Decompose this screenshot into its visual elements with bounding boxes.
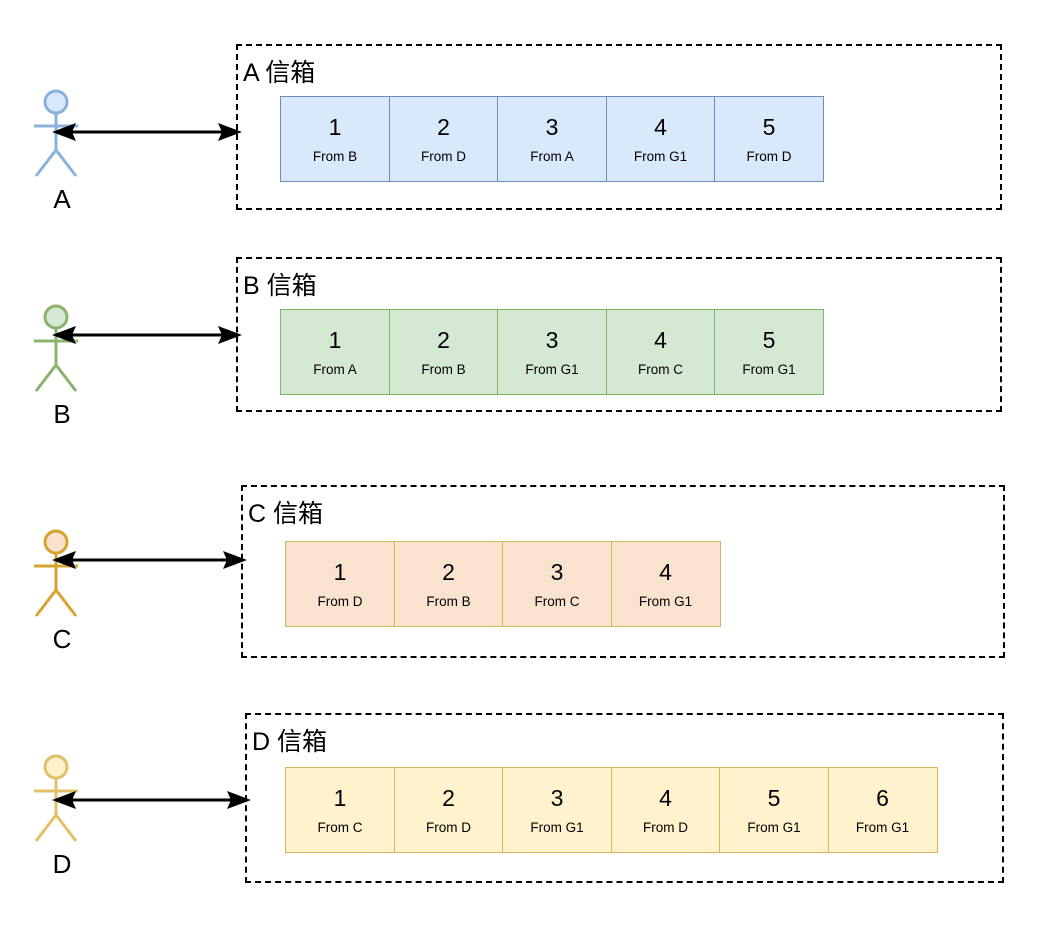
message-cell[interactable]: 2 From D xyxy=(388,96,499,182)
message-cell[interactable]: 4 From G1 xyxy=(605,96,716,182)
message-sender: From D xyxy=(643,819,688,835)
message-sender: From G1 xyxy=(530,819,584,835)
message-index: 3 xyxy=(550,784,564,811)
message-cell[interactable]: 5 From G1 xyxy=(719,767,829,853)
message-sender: From D xyxy=(746,148,792,164)
message-cell[interactable]: 3 From A xyxy=(497,96,607,182)
message-list-c: 1 From D 2 From B 3 From C 4 From G1 xyxy=(285,541,721,627)
message-sender: From A xyxy=(530,148,574,164)
arrow-a xyxy=(52,123,242,141)
mailbox-title-a: A 信箱 xyxy=(243,59,316,87)
message-cell[interactable]: 3 From G1 xyxy=(497,309,607,395)
message-cell[interactable]: 3 From G1 xyxy=(502,767,612,853)
mailbox-title-c: C 信箱 xyxy=(248,500,324,528)
actor-label-a: A xyxy=(53,184,71,214)
message-index: 1 xyxy=(333,558,347,585)
stick-figure-icon xyxy=(34,89,78,177)
message-sender: From G1 xyxy=(747,819,801,835)
message-sender: From D xyxy=(421,148,466,164)
mailbox-title-b: B 信箱 xyxy=(243,272,317,300)
message-index: 1 xyxy=(333,784,347,811)
message-index: 2 xyxy=(437,326,450,353)
message-cell[interactable]: 2 From D xyxy=(393,767,504,853)
message-cell[interactable]: 5 From D xyxy=(714,96,824,182)
message-index: 4 xyxy=(654,113,667,140)
message-list-a: 1 From B 2 From D 3 From A 4 From G1 5 F… xyxy=(280,96,824,182)
message-cell[interactable]: 2 From B xyxy=(393,541,504,627)
arrow-c xyxy=(52,551,247,569)
message-index: 1 xyxy=(328,326,342,353)
mailbox-b[interactable]: B 信箱 1 From A 2 From B 3 From G1 4 From … xyxy=(236,257,1002,412)
message-sender: From C xyxy=(317,819,363,835)
message-index: 5 xyxy=(767,784,781,811)
actor-d: D xyxy=(22,753,102,883)
mailbox-d[interactable]: D 信箱 1 From C 2 From D 3 From G1 4 From … xyxy=(245,713,1004,883)
arrow-b xyxy=(52,326,242,344)
message-list-b: 1 From A 2 From B 3 From G1 4 From C 5 F… xyxy=(280,309,824,395)
mailbox-a[interactable]: A 信箱 1 From B 2 From D 3 From A 4 From G… xyxy=(236,44,1002,210)
message-cell[interactable]: 5 From G1 xyxy=(714,309,824,395)
message-index: 3 xyxy=(550,558,564,585)
message-sender: From C xyxy=(534,593,580,609)
message-cell[interactable]: 1 From A xyxy=(280,309,390,395)
message-sender: From G1 xyxy=(638,593,693,609)
message-index: 2 xyxy=(437,113,450,140)
message-cell[interactable]: 1 From C xyxy=(285,767,395,853)
stick-figure-icon xyxy=(34,304,78,392)
message-sender: From B xyxy=(312,148,358,164)
message-index: 2 xyxy=(442,558,455,585)
message-sender: From B xyxy=(426,593,471,609)
stick-figure-icon xyxy=(34,754,78,842)
actor-label-c: C xyxy=(52,624,72,654)
message-cell[interactable]: 2 From B xyxy=(388,309,499,395)
message-index: 6 xyxy=(876,784,889,811)
message-cell[interactable]: 4 From C xyxy=(605,309,716,395)
message-sender: From G1 xyxy=(525,361,579,377)
mailbox-c[interactable]: C 信箱 1 From D 2 From B 3 From C 4 From G… xyxy=(241,485,1005,658)
message-sender: From G1 xyxy=(633,148,688,164)
message-sender: From D xyxy=(426,819,471,835)
stick-figure-icon xyxy=(34,529,78,617)
mailbox-title-d: D 信箱 xyxy=(252,728,328,756)
message-sender: From G1 xyxy=(855,819,910,835)
message-cell[interactable]: 3 From C xyxy=(502,541,612,627)
message-index: 2 xyxy=(442,784,455,811)
message-index: 5 xyxy=(762,326,776,353)
actor-label-d: D xyxy=(52,849,72,879)
actor-label-b: B xyxy=(53,399,71,429)
message-sender: From A xyxy=(313,361,357,377)
message-index: 4 xyxy=(659,784,672,811)
message-sender: From C xyxy=(638,361,683,377)
message-index: 5 xyxy=(762,113,776,140)
message-index: 1 xyxy=(328,113,342,140)
message-sender: From D xyxy=(317,593,363,609)
message-cell[interactable]: 4 From D xyxy=(610,767,721,853)
message-sender: From B xyxy=(421,361,466,377)
message-cell[interactable]: 1 From D xyxy=(285,541,395,627)
message-index: 4 xyxy=(654,326,667,353)
actor-a: A xyxy=(22,88,102,218)
message-list-d: 1 From C 2 From D 3 From G1 4 From D 5 F… xyxy=(285,767,938,853)
message-index: 4 xyxy=(659,558,672,585)
message-cell[interactable]: 1 From B xyxy=(280,96,390,182)
message-index: 3 xyxy=(545,326,559,353)
arrow-d xyxy=(52,791,251,809)
message-index: 3 xyxy=(545,113,559,140)
message-sender: From G1 xyxy=(742,361,796,377)
actor-b: B xyxy=(22,303,102,433)
message-cell[interactable]: 6 From G1 xyxy=(827,767,938,853)
message-cell[interactable]: 4 From G1 xyxy=(610,541,721,627)
